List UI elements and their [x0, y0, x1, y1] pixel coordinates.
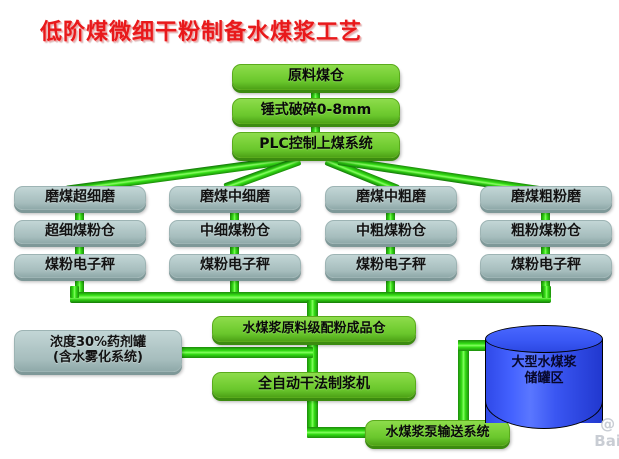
pipe-col3-scale-bus [386, 275, 395, 293]
watermark: @ Bai [594, 414, 619, 452]
pipe-col4-silo-scale [541, 241, 550, 259]
cylinder-slurry-storage-tank[interactable]: 大型水煤浆 储罐区 [485, 325, 603, 431]
box-raw-coal-silo[interactable]: 原料煤仓 [232, 64, 400, 90]
pipe-col4-mill-silo [541, 207, 550, 225]
tank-bottom [485, 401, 603, 429]
pipe-crusher-to-plc [311, 124, 320, 136]
box-silo-mediumcoarse[interactable]: 中粗煤粉仓 [325, 220, 457, 244]
tank-label-line-1: 大型水煤浆 [511, 355, 577, 370]
box-scale-col2[interactable]: 煤粉电子秤 [169, 254, 301, 278]
box-scale-col3[interactable]: 煤粉电子秤 [325, 254, 457, 278]
tank-top-ellipse [485, 325, 603, 353]
pipe-bus-left-cap [70, 286, 79, 298]
pipe-raw-to-crusher [311, 88, 320, 104]
pipe-col2-mill-silo [230, 207, 239, 225]
pipe-collector-bus [70, 292, 551, 303]
reagent-tank-line-1: 浓度30%药剂罐 [49, 335, 147, 351]
box-silo-coarse[interactable]: 粗粉煤粉仓 [480, 220, 612, 244]
pipe-riser-to-tank [458, 340, 506, 351]
box-mill-ultrafine[interactable]: 磨煤超细磨 [14, 186, 146, 210]
box-mill-mediumfine[interactable]: 磨煤中细磨 [169, 186, 301, 210]
box-hammer-crusher[interactable]: 锤式破碎0-8mm [232, 98, 400, 124]
box-slurry-pump-system[interactable]: 水煤浆泵输送系统 [365, 420, 510, 446]
pipe-col4-scale-bus [541, 275, 550, 293]
box-mill-mediumcoarse[interactable]: 磨煤中粗磨 [325, 186, 457, 210]
pipe-col2-silo-scale [230, 241, 239, 259]
box-blend-product-silo[interactable]: 水煤浆原料级配粉成品仓 [212, 316, 416, 342]
pipe-col1-scale-bus [75, 275, 84, 293]
box-plc-feeding-system[interactable]: PLC控制上煤系统 [232, 132, 400, 158]
box-mill-coarse[interactable]: 磨煤粗粉磨 [480, 186, 612, 210]
pipe-bus-right-cap [542, 286, 551, 298]
box-silo-ultrafine[interactable]: 超细煤粉仓 [14, 220, 146, 244]
pipe-bus-to-blend-silo [307, 300, 318, 320]
box-scale-col1[interactable]: 煤粉电子秤 [14, 254, 146, 278]
box-reagent-tank[interactable]: 浓度30%药剂罐 (含水雾化系统) [14, 330, 182, 372]
page-title: 低阶煤微细干粉制备水煤浆工艺 [40, 20, 363, 45]
watermark-text: Bai [594, 431, 619, 450]
pipe-pump-to-tank-riser [458, 340, 469, 424]
pipe-col1-silo-scale [75, 241, 84, 259]
pipe-spine-to-pump [307, 427, 369, 438]
box-silo-mediumfine[interactable]: 中细煤粉仓 [169, 220, 301, 244]
pipe-col3-mill-silo [386, 207, 395, 225]
box-auto-dry-slurry-machine[interactable]: 全自动干法制浆机 [212, 372, 416, 398]
reagent-tank-line-2: (含水雾化系统) [53, 350, 143, 365]
pipe-col1-mill-silo [75, 207, 84, 225]
pipe-col3-silo-scale [386, 241, 395, 259]
pipe-col2-scale-bus [230, 275, 239, 293]
tank-label: 大型水煤浆 储罐区 [485, 355, 603, 388]
tank-label-line-2: 储罐区 [524, 371, 564, 387]
box-scale-col4[interactable]: 煤粉电子秤 [480, 254, 612, 278]
pipe-reagent-to-spine [180, 347, 313, 358]
watermark-at-icon: @ [600, 414, 616, 433]
